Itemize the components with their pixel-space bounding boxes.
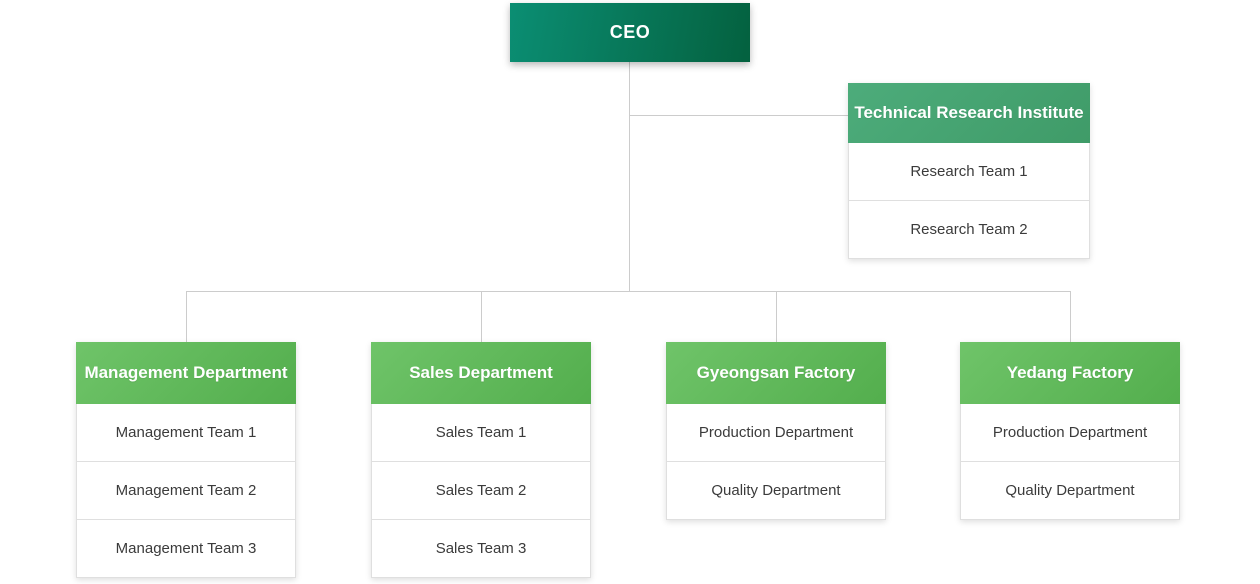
connector-drop-gyeongsan: [776, 291, 777, 342]
connector-ceo-trunk: [629, 62, 630, 291]
management-child-cell: Management Team 2: [76, 462, 296, 520]
gyeongsan-header-label: Gyeongsan Factory: [666, 342, 886, 404]
node-ceo: CEO: [510, 3, 750, 62]
node-sales-department: Sales Department Sales Team 1 Sales Team…: [371, 342, 591, 578]
management-child-cell: Management Team 1: [76, 404, 296, 462]
management-child-cell: Management Team 3: [76, 520, 296, 578]
connector-level2-row: [186, 291, 1071, 292]
institute-child-cell: Research Team 2: [848, 201, 1090, 259]
yedang-header-label: Yedang Factory: [960, 342, 1180, 404]
management-header-label: Management Department: [76, 342, 296, 404]
sales-child-cell: Sales Team 3: [371, 520, 591, 578]
yedang-child-cell: Quality Department: [960, 462, 1180, 520]
yedang-child-cell: Production Department: [960, 404, 1180, 462]
connector-institute-branch: [629, 115, 848, 116]
connector-drop-sales: [481, 291, 482, 342]
node-technical-research-institute: Technical Research Institute Research Te…: [848, 83, 1090, 259]
node-ceo-label: CEO: [609, 22, 651, 42]
connector-drop-management: [186, 291, 187, 342]
node-yedang-factory: Yedang Factory Production Department Qua…: [960, 342, 1180, 520]
node-management-department: Management Department Management Team 1 …: [76, 342, 296, 578]
institute-header-label: Technical Research Institute: [848, 83, 1090, 143]
connector-drop-yedang: [1070, 291, 1071, 342]
node-gyeongsan-factory: Gyeongsan Factory Production Department …: [666, 342, 886, 520]
gyeongsan-child-cell: Quality Department: [666, 462, 886, 520]
institute-child-cell: Research Team 1: [848, 143, 1090, 201]
sales-child-cell: Sales Team 1: [371, 404, 591, 462]
gyeongsan-child-cell: Production Department: [666, 404, 886, 462]
sales-child-cell: Sales Team 2: [371, 462, 591, 520]
sales-header-label: Sales Department: [371, 342, 591, 404]
